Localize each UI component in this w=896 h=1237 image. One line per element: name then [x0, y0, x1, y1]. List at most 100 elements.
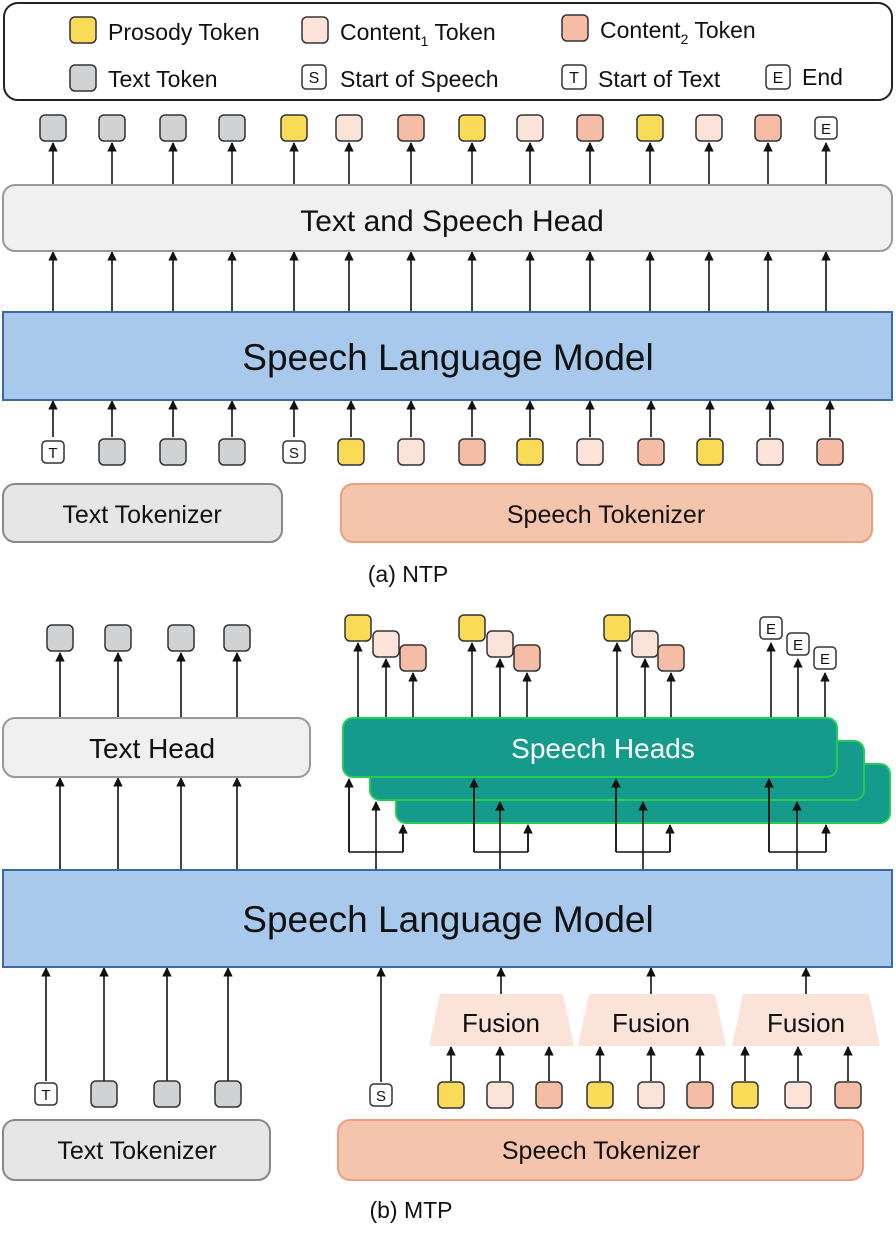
mtp-text-output-token-text: [167, 624, 195, 652]
mtp-input-token-start_text-badge: [34, 1082, 58, 1106]
ntp-speech-tokenizer-label: Speech Tokenizer: [507, 501, 705, 529]
ntp-output-tokens: E: [39, 114, 838, 142]
mtp-speech-output-token-content2: [513, 644, 541, 672]
mtp-fusion-block: [732, 994, 880, 1046]
mtp-fusion-block: [578, 994, 726, 1046]
legend-start-text-glyph: T: [569, 70, 579, 87]
mtp-input-token-text: [153, 1080, 181, 1108]
legend-start-speech-glyph: S: [309, 70, 320, 87]
ntp-output-token-content1: [695, 114, 723, 142]
legend-start-text-badge: [561, 64, 587, 90]
mtp-text-tokenizer-box: [2, 1119, 271, 1181]
ntp-panel: E Text and Speech Head Speech Language M…: [2, 114, 893, 587]
legend: Prosody Token Content1 Token Content2 To…: [3, 2, 893, 101]
mtp-panel: EEE Text Head Speech Heads Speech Langua…: [2, 614, 893, 1223]
mtp-speech-output-token-end-badge: [759, 616, 783, 640]
mtp-text-output-token-text: [223, 624, 251, 652]
mtp-speech-output-token-content1: [372, 630, 400, 658]
ntp-model-box: [2, 311, 893, 401]
mtp-fusion-input-token-content2: [834, 1081, 862, 1109]
mtp-speech-tokenizer-label: Speech Tokenizer: [502, 1137, 700, 1165]
legend-content1-label: Content1 Token: [340, 19, 496, 49]
mtp-fusion-input-token-content2: [535, 1081, 563, 1109]
ntp-input-token-prosody: [337, 438, 365, 466]
mtp-speech-output-token-content2: [657, 644, 685, 672]
mtp-speech-output-tokens: EEE: [344, 614, 837, 672]
mtp-speech-tokenizer-box: [337, 1119, 864, 1181]
mtp-speech-output-token-end-badge: [786, 632, 810, 656]
ntp-output-token-content1: [335, 114, 363, 142]
legend-start-speech-badge: [301, 64, 327, 90]
ntp-output-token-prosody: [636, 114, 664, 142]
ntp-input-token-content1: [576, 438, 604, 466]
mtp-input-token-text: [90, 1080, 118, 1108]
speech-head-layer-1: [342, 717, 838, 778]
ntp-output-token-text: [39, 114, 67, 142]
mtp-fusion-input-token-content1: [486, 1081, 514, 1109]
ntp-input-token-content1: [397, 438, 425, 466]
mtp-head-input-brackets: [344, 778, 831, 870]
legend-text-swatch: [69, 64, 97, 92]
ntp-output-token-prosody: [458, 114, 486, 142]
mtp-fusion-label: Fusion: [767, 1008, 845, 1038]
mtp-fusion-input-token-content1: [784, 1081, 812, 1109]
ntp-input-token-prosody: [516, 438, 544, 466]
ntp-input-token-start_text-badge: [41, 440, 65, 464]
mtp-fusion-input-token-content1: [637, 1081, 665, 1109]
mtp-input-token-start_speech-glyph: S: [376, 1088, 386, 1105]
ntp-input-token-text: [159, 438, 187, 466]
ntp-input-token-start_speech-glyph: S: [289, 445, 299, 462]
mtp-text-output-token-text: [46, 624, 74, 652]
legend-start-text-label: Start of Text: [598, 66, 721, 92]
mtp-text-output-token-text: [104, 624, 132, 652]
mtp-speech-output-token-prosody: [344, 614, 372, 642]
mtp-input-token-start_text-glyph: T: [41, 1087, 50, 1104]
ntp-arrows: [48, 142, 835, 437]
mtp-arrows: [41, 642, 853, 1082]
mtp-fusion-input-token-prosody: [586, 1081, 614, 1109]
mtp-speech-output-token-end-badge: [813, 646, 837, 670]
ntp-head-label: Text and Speech Head: [300, 205, 604, 238]
mtp-fusion-input-token-content2: [686, 1081, 714, 1109]
ntp-caption: (a) NTP: [368, 561, 449, 587]
mtp-speech-output-token-end-glyph: E: [820, 651, 830, 668]
ntp-input-token-text: [218, 438, 246, 466]
mtp-text-tokenizer-label: Text Tokenizer: [57, 1137, 216, 1165]
mtp-fusion-input-token-prosody: [731, 1081, 759, 1109]
legend-content2-label: Content2 Token: [600, 17, 756, 47]
mtp-speech-output-token-content2: [399, 644, 427, 672]
legend-end-label: End: [802, 64, 843, 90]
legend-text-label: Text Token: [108, 66, 218, 92]
ntp-input-token-start_text-glyph: T: [48, 445, 57, 462]
legend-prosody-swatch: [69, 16, 97, 44]
ntp-output-token-end-glyph: E: [821, 121, 831, 138]
ntp-head-box: [2, 184, 893, 252]
mtp-input-token-text: [214, 1080, 242, 1108]
mtp-speech-output-token-content1: [486, 630, 514, 658]
ntp-output-token-text: [98, 114, 126, 142]
ntp-input-token-text: [98, 438, 126, 466]
legend-end-glyph: E: [773, 70, 784, 87]
ntp-output-token-prosody: [280, 114, 308, 142]
legend-end-badge: [765, 64, 791, 90]
mtp-fusion-label: Fusion: [612, 1008, 690, 1038]
ntp-output-token-text: [159, 114, 187, 142]
ntp-output-token-content2: [576, 114, 604, 142]
mtp-text-output-tokens: [46, 624, 251, 652]
ntp-input-token-content2: [458, 438, 486, 466]
ntp-input-token-prosody: [696, 438, 724, 466]
ntp-output-token-end-badge: [814, 116, 838, 140]
legend-prosody-label: Prosody Token: [108, 19, 260, 45]
mtp-model-box: [2, 869, 893, 968]
ntp-text-tokenizer-label: Text Tokenizer: [62, 501, 221, 529]
mtp-fusion-input-token-prosody: [437, 1081, 465, 1109]
mtp-speech-output-token-end-glyph: E: [793, 637, 803, 654]
mtp-model-label: Speech Language Model: [242, 899, 653, 940]
ntp-output-token-content2: [754, 114, 782, 142]
mtp-text-head-box: [2, 717, 311, 778]
ntp-input-token-content2: [637, 438, 665, 466]
ntp-input-token-content2: [816, 438, 844, 466]
